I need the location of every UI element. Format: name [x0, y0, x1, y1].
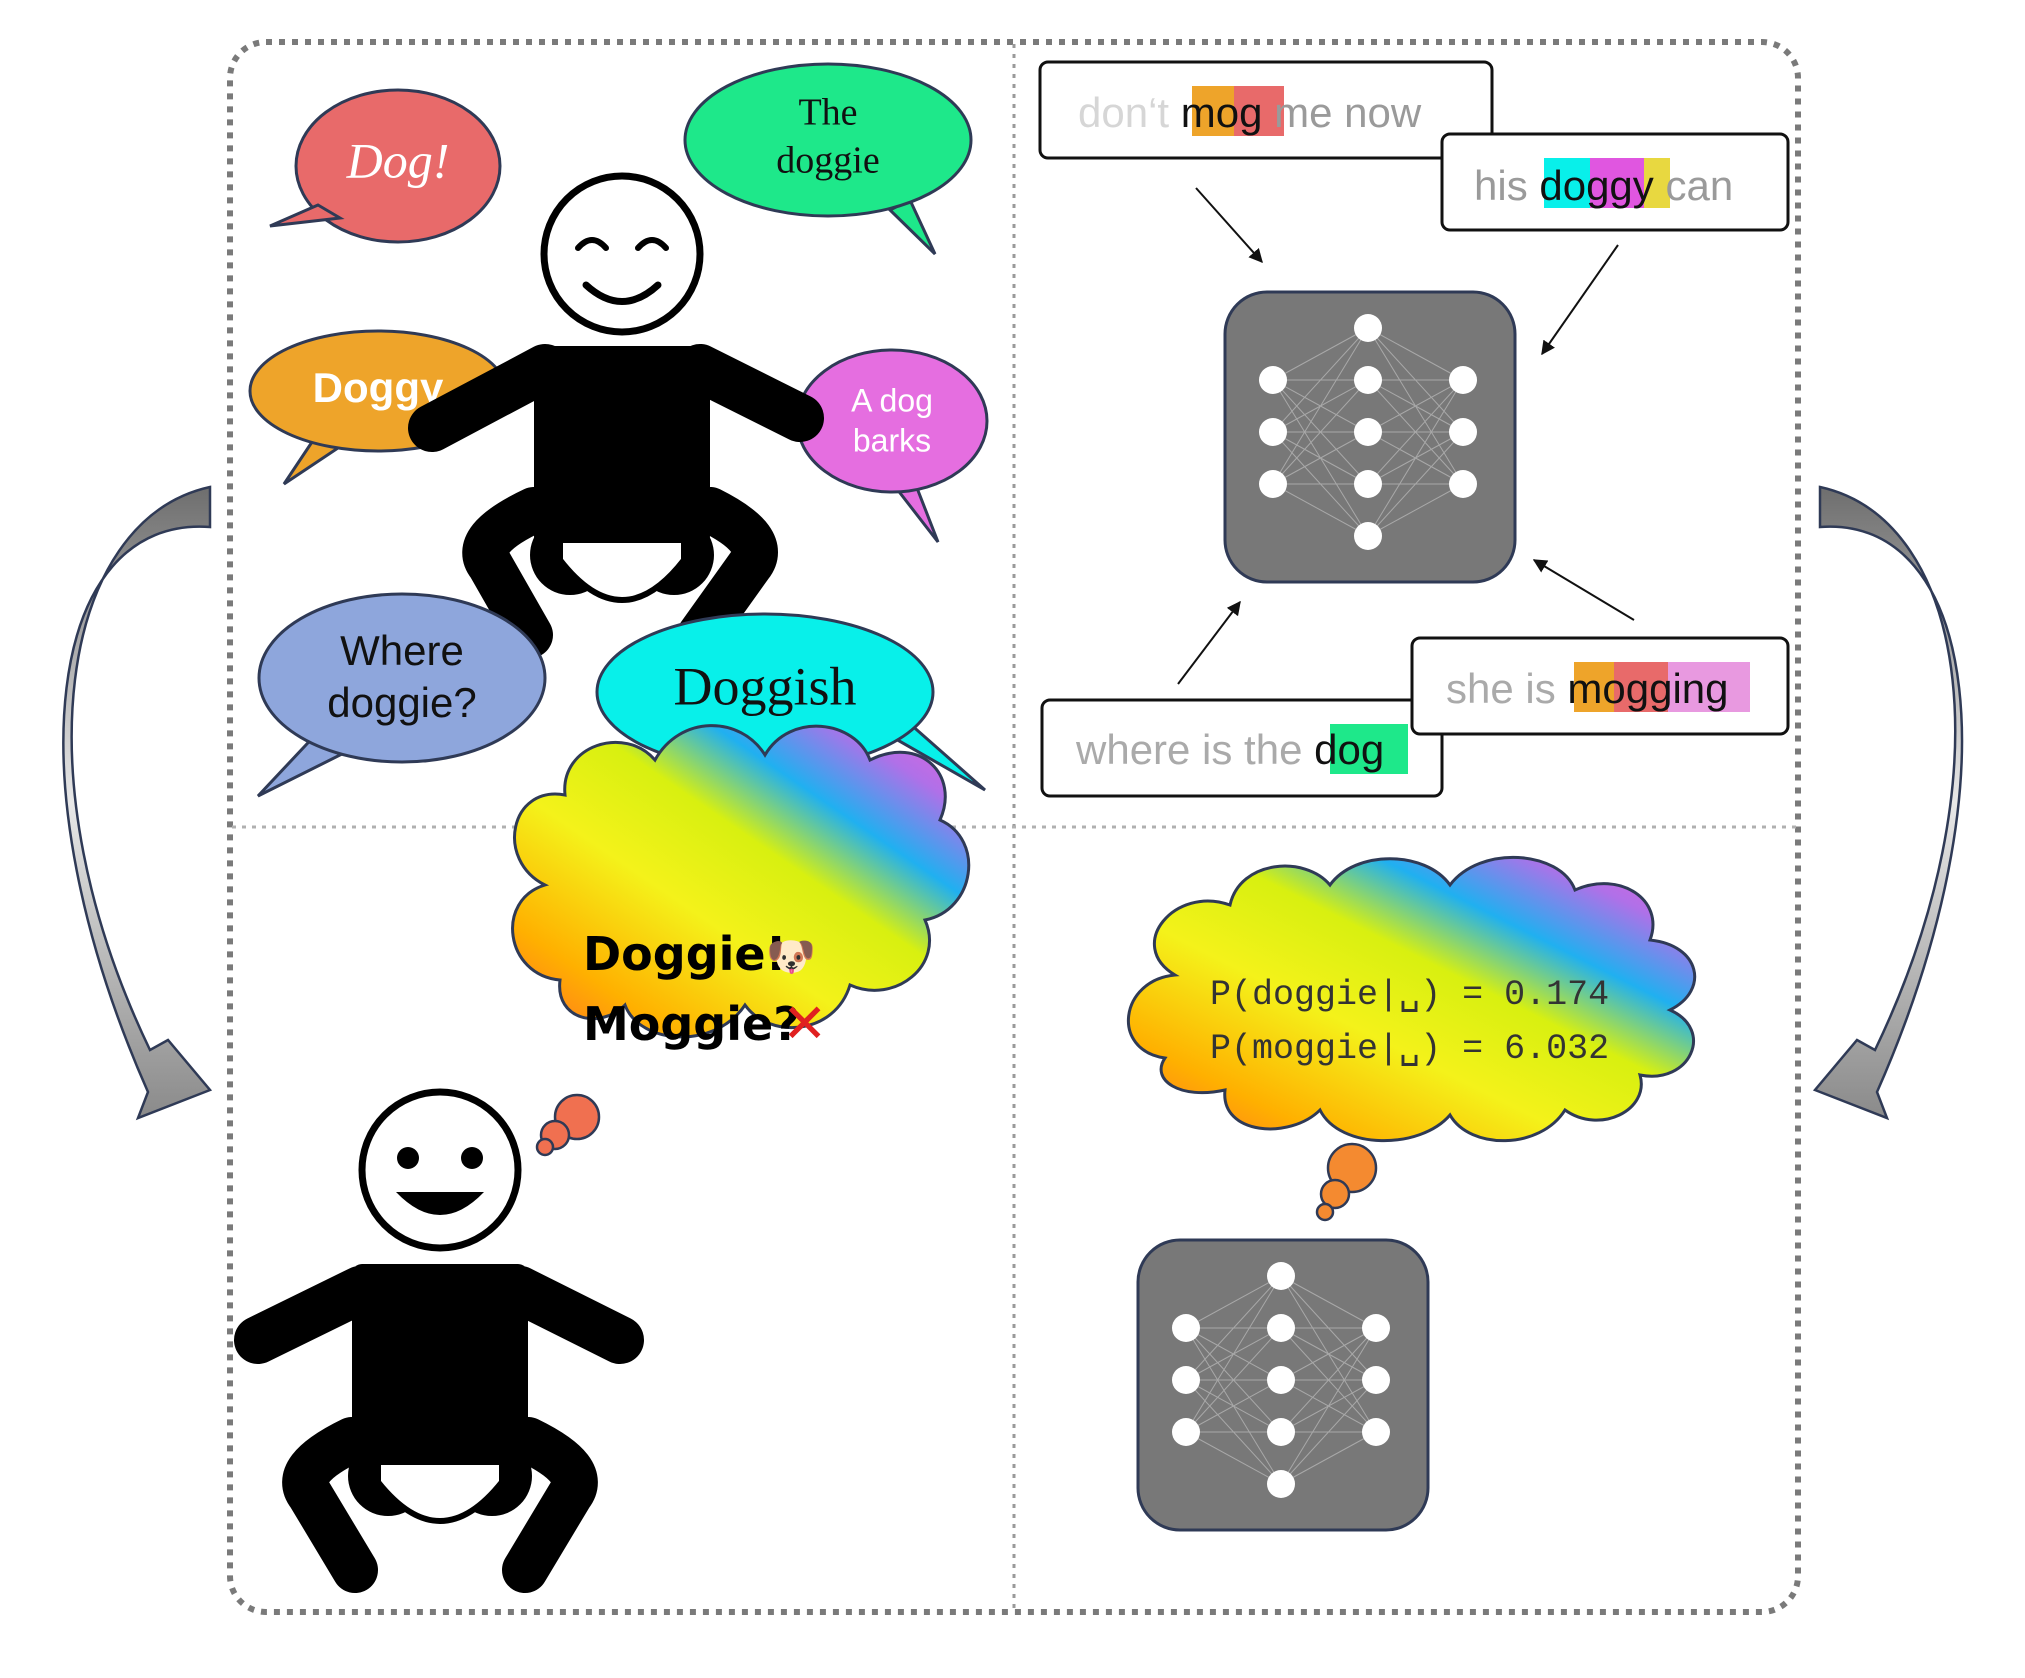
bubble-text-doggish: Doggish: [673, 656, 856, 716]
snippet-4-pre: she is: [1446, 665, 1567, 712]
bubble-text-doggy: Doggy: [313, 364, 444, 411]
neural-network-icon: [1223, 290, 1517, 584]
child-thought-cloud: Doggie! 🐶 Moggie? ✕: [511, 724, 971, 1157]
bubble-text-doggie-q: doggie?: [327, 679, 476, 726]
outer-frame: [227, 39, 1801, 1615]
snippet-3-pre: where is the: [1075, 726, 1314, 773]
model-thought-cloud: P(doggie|␣) = 0.174 P(moggie|␣) = 6.032: [1127, 856, 1697, 1222]
neural-network-icon-bottom: [1136, 1238, 1430, 1532]
right-curved-arrow: [1812, 485, 1964, 1121]
model-prob-doggie: P(doggie|␣) = 0.174: [1210, 975, 1609, 1015]
baby-figure-bottom: [234, 1088, 644, 1593]
bubble-text-a-dog: A dog: [851, 382, 933, 418]
dog-face-icon: 🐶: [766, 935, 816, 979]
svg-text:she is mogging: she is mogging: [1446, 665, 1729, 712]
thought-text-moggie: Moggie?: [583, 997, 800, 1051]
svg-text:where is the dog: where is the dog: [1075, 726, 1384, 773]
speech-bubble-a-dog-barks: A dog barks: [795, 348, 989, 543]
snippet-3-word: dog: [1314, 726, 1384, 773]
bubble-text-where: Where: [340, 627, 464, 674]
text-snippet-4: she is mogging: [1410, 636, 1790, 736]
text-snippet-2: his doggy can: [1440, 132, 1790, 232]
text-snippet-3: where is the dog: [1040, 698, 1444, 798]
snippet-4-word: mogging: [1567, 665, 1728, 712]
speech-bubble-the-doggie: The doggie: [683, 62, 973, 256]
bubble-text-barks: barks: [853, 422, 931, 458]
left-curved-arrow: [62, 485, 213, 1121]
snippet-1-word: mog: [1181, 89, 1263, 136]
snippet-2-word: doggy: [1539, 162, 1653, 209]
model-prob-moggie: P(moggie|␣) = 6.032: [1210, 1029, 1609, 1069]
bubble-text-dog: Dog!: [346, 132, 450, 188]
bubble-text-the: The: [798, 92, 857, 134]
text-snippet-1: don‘t mog me now: [1038, 60, 1494, 160]
snippet-1-post: me now: [1262, 89, 1421, 136]
bubble-text-doggie: doggie: [776, 140, 879, 182]
speech-bubble-where-doggie: Where doggie?: [256, 592, 547, 798]
snippet-2-post: can: [1654, 162, 1733, 209]
baby-figure-top: [408, 172, 824, 658]
speech-bubble-doggish: Doggish: [595, 612, 986, 792]
snippet-1-pre: don‘t: [1078, 89, 1181, 136]
speech-bubble-dog: Dog!: [269, 88, 502, 244]
svg-text:his doggy can: his doggy can: [1474, 162, 1733, 209]
svg-text:don‘t mog me now: don‘t mog me now: [1078, 89, 1422, 136]
snippet-2-pre: his: [1474, 162, 1539, 209]
red-cross-icon: ✕: [782, 992, 827, 1055]
thought-text-doggie: Doggie!: [583, 927, 787, 981]
